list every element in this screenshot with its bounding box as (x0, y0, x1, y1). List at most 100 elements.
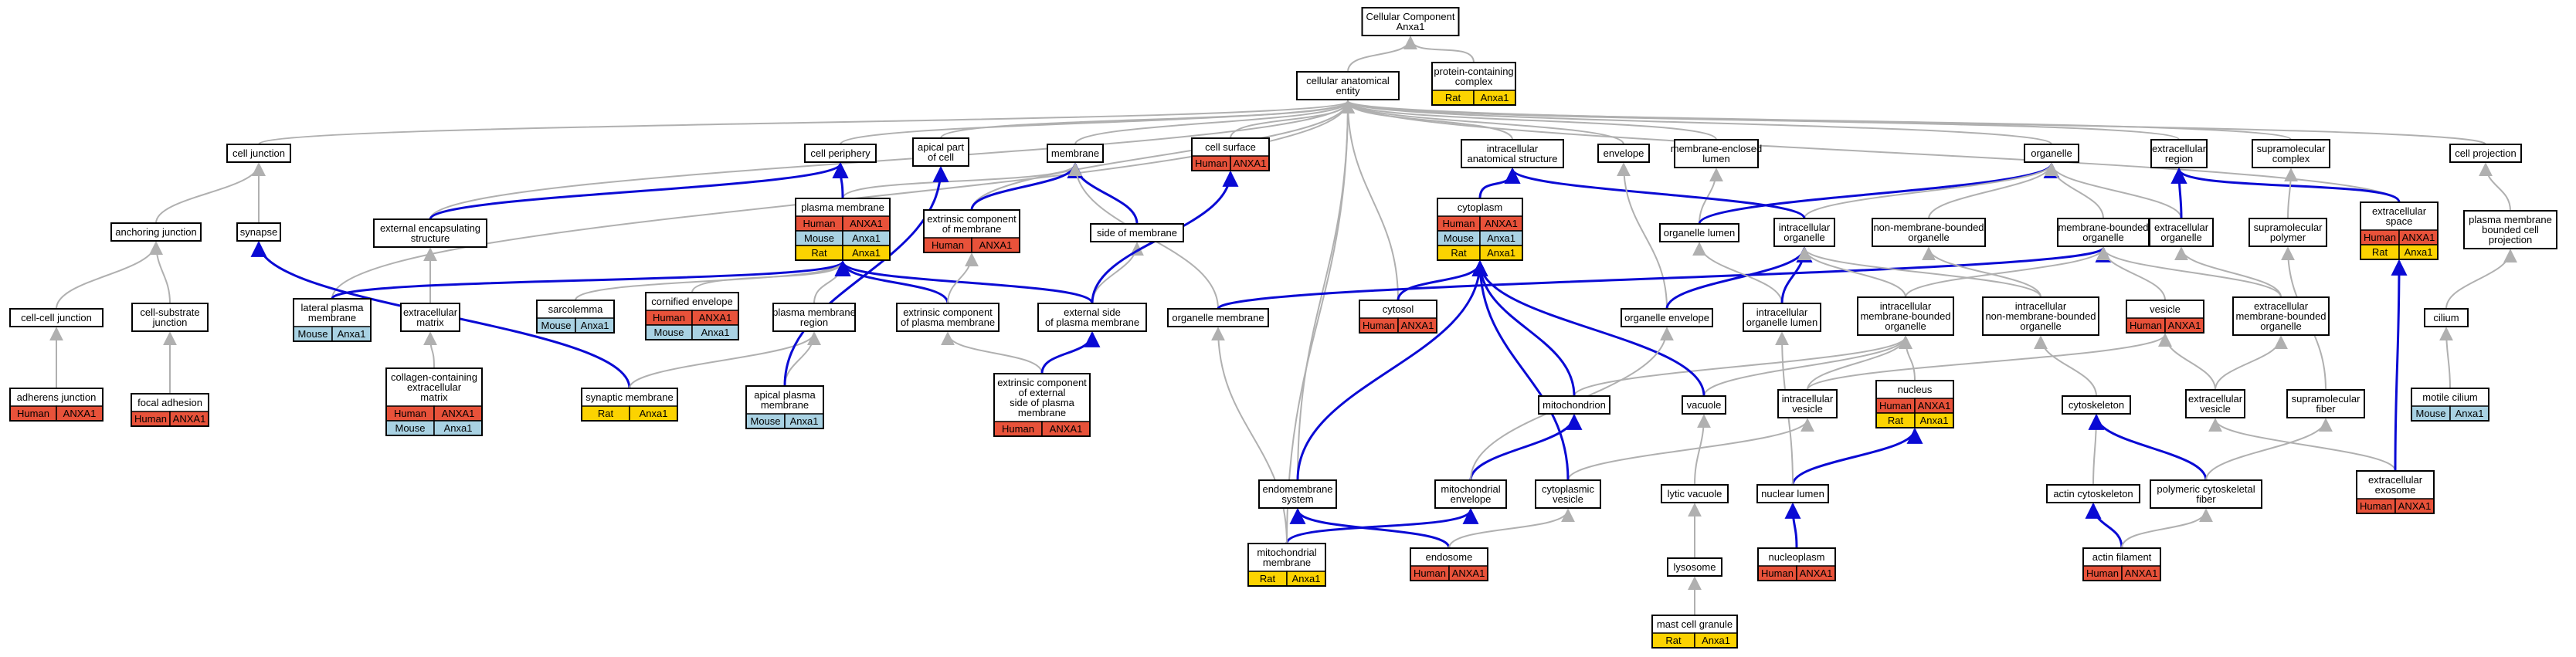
term-node-cytoskeleton[interactable]: cytoskeleton (2062, 395, 2131, 415)
term-node-organelle_membrane[interactable]: organelle membrane (1167, 308, 1269, 327)
term-border (1538, 395, 1610, 415)
term-border (1359, 300, 1437, 334)
term-border (1090, 223, 1184, 242)
term-label: cell surface (1205, 141, 1256, 153)
term-node-lysosome[interactable]: lysosome (1667, 557, 1722, 577)
term-label: vesicle (1553, 493, 1583, 505)
term-label: matrix (420, 391, 448, 403)
term-border (226, 144, 291, 163)
term-node-collagen_ecm[interactable]: collagen-containingextracellularmatrixHu… (385, 367, 483, 436)
term-node-cilium[interactable]: cilium (2424, 308, 2469, 327)
gene-label: ANXA1 (1800, 567, 1833, 579)
term-label: anchoring junction (115, 226, 197, 238)
term-node-membrane[interactable]: membrane (1047, 144, 1104, 163)
term-node-vacuole[interactable]: vacuole (1682, 395, 1726, 415)
term-label: membrane (1051, 147, 1099, 159)
edge-extracellular_organelle-to-organelle (2045, 162, 2182, 219)
edge-extrinsic_membrane-to-cae (971, 100, 1355, 211)
edge-intracellular_nmbo-to-non_membrane_bounded_organelle (1922, 246, 2041, 298)
term-node-lytic_vacuole[interactable]: lytic vacuole (1661, 484, 1729, 503)
term-border (9, 308, 104, 327)
term-node-cell_periphery[interactable]: cell periphery (804, 144, 877, 163)
term-label: anatomical structure (1467, 153, 1557, 164)
term-node-nuclear_lumen[interactable]: nuclear lumen (1756, 484, 1829, 503)
term-node-cell_junction[interactable]: cell junction (226, 144, 291, 163)
term-node-organelle_lumen[interactable]: organelle lumen (1659, 223, 1739, 242)
term-node-intracellular_nmbo[interactable]: intracellularnon-membrane-boundedorganel… (1982, 296, 2099, 336)
term-node-side_of_membrane[interactable]: side of membrane (1090, 223, 1184, 242)
term-node-organelle[interactable]: organelle (2024, 144, 2079, 163)
term-node-organelle_envelope[interactable]: organelle envelope (1621, 308, 1713, 327)
term-node-cell_projection[interactable]: cell projection (2449, 144, 2522, 163)
edge-supramolecular_polymer-to-supramolecular_complex (2283, 168, 2298, 219)
term-border (772, 303, 856, 332)
edge-pm_bounded_cell_projection-to-cell_projection (2479, 162, 2511, 212)
term-label: intracellular (1779, 222, 1831, 233)
term-label: fiber (2316, 403, 2336, 415)
term-node-cell_cell_junction[interactable]: cell-cell junction (9, 308, 104, 327)
term-border (2286, 389, 2365, 418)
term-node-envelope[interactable]: envelope (1597, 144, 1650, 163)
gene-label: Anxa1 (2456, 408, 2484, 419)
gene-label: Anxa1 (1920, 415, 1949, 426)
term-node-synapse[interactable]: synapse (236, 222, 281, 242)
term-node-anchoring_junction[interactable]: anchoring junction (110, 222, 202, 242)
term-node-mitochondrion[interactable]: mitochondrion (1538, 395, 1610, 415)
term-node-actin_cytoskeleton[interactable]: actin cytoskeleton (2046, 484, 2140, 503)
term-label: endosome (1426, 551, 1473, 563)
